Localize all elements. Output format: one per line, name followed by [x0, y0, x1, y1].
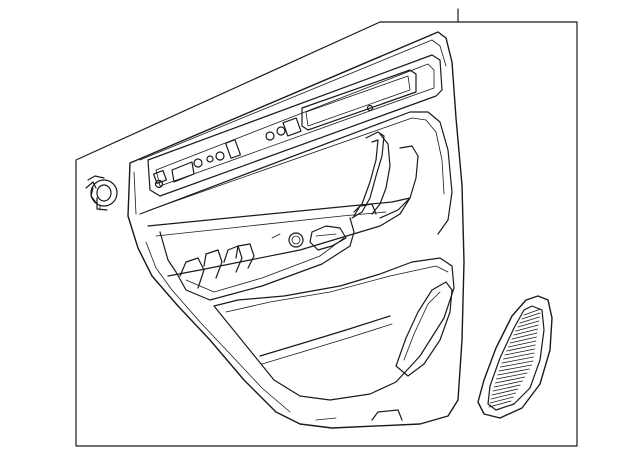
door-trim-panel: [127, 31, 465, 429]
control-switches: [152, 117, 302, 189]
grille-slat: [501, 356, 534, 364]
grille-slat: [496, 372, 528, 380]
grille-slat: [502, 352, 535, 360]
pocket-brackets: [179, 203, 377, 289]
grille-slat: [494, 376, 526, 384]
grille-slat: [509, 336, 537, 344]
grille-slat: [511, 332, 538, 340]
speaker-grille: [477, 295, 553, 419]
window-switch-pocket: [301, 69, 417, 131]
grille-slat: [515, 324, 539, 332]
grille-slat: [489, 396, 514, 404]
grille-slat: [488, 400, 512, 408]
grille-slat: [504, 348, 536, 356]
diagram-frame: [75, 8, 578, 447]
grille-slat: [493, 380, 523, 388]
lower-storage-pocket: [213, 257, 455, 401]
grille-slat: [523, 308, 542, 316]
grille-slat: [507, 340, 537, 348]
grille-slat: [506, 344, 536, 352]
grille-slat: [521, 312, 541, 320]
grille-slat: [491, 388, 519, 396]
speaker-grille-hatching: [488, 308, 542, 408]
grille-slat: [519, 316, 540, 324]
grille-slat: [499, 360, 534, 368]
trim-clip-fastener: [85, 175, 118, 211]
grille-slat: [492, 384, 521, 392]
grille-slat: [490, 392, 516, 400]
grille-slat: [497, 368, 530, 376]
grille-slat: [513, 328, 539, 336]
grille-slat: [498, 364, 533, 372]
grille-slat: [517, 320, 540, 328]
